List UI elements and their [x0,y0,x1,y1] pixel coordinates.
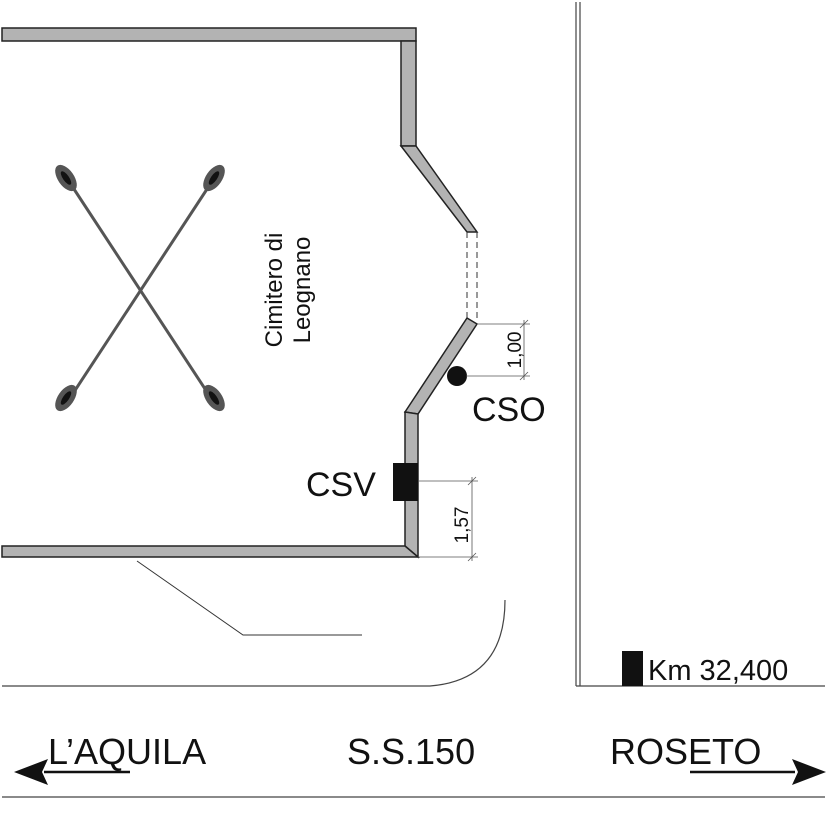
arrow-right-icon [690,759,826,785]
arrow-left-icon [14,759,130,785]
km-label: Km 32,400 [648,655,788,687]
csv-label: CSV [306,466,376,504]
cemetery-wall-diagonal-lower [403,316,479,415]
destination-left: L’AQUILA [48,731,206,772]
road-edge-left [2,599,506,687]
cemetery-wall-bottom [1,545,421,558]
road-name: S.S.150 [347,731,475,772]
destination-right: ROSETO [610,731,761,772]
csv-marker [393,463,418,501]
dimension-cso: 1,00 [466,319,530,381]
cso-label: CSO [472,391,546,429]
cemetery-name: Cimitero di Leognano [261,233,316,348]
cemetery-wall-top [1,27,417,42]
access-path [136,560,362,636]
dimension-csv: 1,57 [418,476,478,562]
dimension-cso-value: 1,00 [505,332,526,369]
dimension-csv-value: 1,57 [452,507,473,544]
cemetery-name-line1: Cimitero di [261,233,288,348]
cemetery-wall-right-upper [400,40,417,147]
cso-marker [447,366,467,386]
km-marker [622,651,643,686]
crossed-torches-icon [55,164,225,412]
cemetery-wall-diagonal-upper [399,145,479,233]
cemetery-name-line2: Leognano [289,237,316,344]
